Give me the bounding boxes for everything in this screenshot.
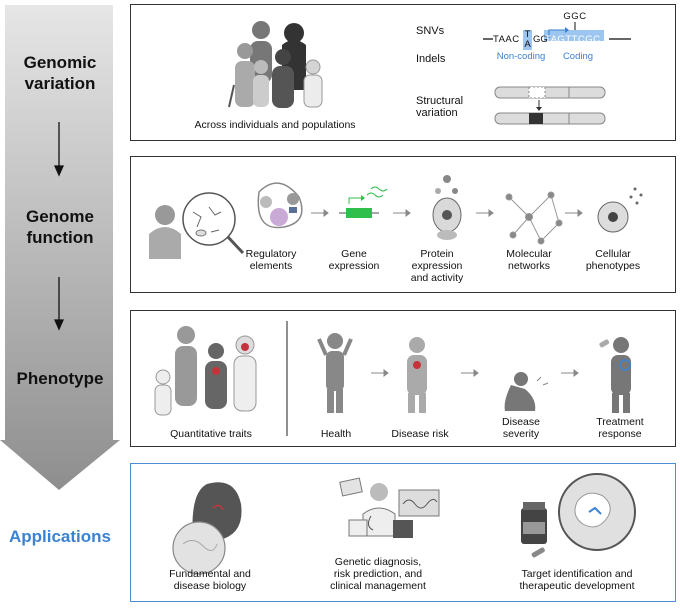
percent-badge: % [417, 525, 427, 537]
treatment-response-icon [599, 337, 631, 413]
disease-severity-icon [504, 372, 549, 411]
panel-genomic-variation: Across individuals and populations SNVs … [130, 4, 676, 141]
population-icon [228, 21, 323, 108]
panel-genome-function: Regulatory elements Gene expression Prot… [130, 156, 676, 293]
stage-applications: Applications [8, 527, 111, 546]
label-target-identification: Target identification and therapeutic de… [519, 568, 635, 592]
label-quantitative-traits: Quantitative traits [170, 428, 252, 440]
label-genetic-diagnosis: Genetic diagnosis, risk prediction, and … [330, 556, 426, 592]
snvs-label: SNVs [416, 25, 445, 37]
down-arrow-1 [53, 122, 65, 177]
panel-applications: % Fundamental and disease biology Geneti… [130, 463, 676, 602]
researcher-icon [149, 192, 245, 259]
flow-arrow-7 [561, 369, 579, 377]
cell-biology-icon [172, 482, 242, 575]
flow-arrow-4 [565, 209, 583, 217]
stage-phenotype: Phenotype [16, 369, 104, 388]
sequence-mid: GG [533, 34, 548, 45]
indels-label: Indels [416, 53, 446, 65]
stage-genomic-variation: Genomic variation [23, 53, 97, 93]
label-disease-severity: Disease severity [502, 416, 540, 440]
quantitative-traits-icon [154, 326, 257, 416]
flow-arrow-3 [476, 209, 494, 217]
panel3-illustrations [154, 321, 631, 436]
population-caption: Across individuals and populations [194, 119, 356, 131]
down-arrow-2 [53, 277, 65, 331]
gene-expression-icon [339, 186, 388, 218]
disease-risk-icon [407, 337, 427, 413]
label-fundamental-biology: Fundamental and disease biology [169, 568, 251, 592]
snv-alt-base: A [524, 39, 531, 50]
flow-arrow-1 [311, 209, 329, 217]
sequence-left: TAAC [493, 34, 520, 45]
label-protein-expression: Protein expression and activity [410, 248, 464, 284]
stage-genome-function: Genome function [25, 207, 95, 247]
cell-icon [597, 187, 643, 233]
panel4-illustrations [172, 473, 636, 575]
label-disease-risk: Disease risk [391, 428, 449, 440]
panel2-illustrations [149, 175, 643, 259]
label-cellular-phenotypes: Cellular phenotypes [585, 248, 641, 272]
sequence-coding: TAGTTCGC [545, 34, 601, 45]
stage-gradient-arrow [0, 5, 120, 490]
flow-arrow-5 [371, 369, 389, 377]
panel-phenotype: Quantitative traits Health Disease risk … [130, 310, 676, 447]
stage-arrow-column [0, 0, 120, 605]
protein-icon [432, 175, 462, 240]
indel-insertion: GGC [563, 11, 587, 22]
flow-arrow-6 [461, 369, 479, 377]
label-gene-expression: Gene expression [328, 248, 380, 272]
flow-arrow-2 [393, 209, 411, 217]
structural-variation-label: Structural variation [416, 95, 464, 119]
label-regulatory-elements: Regulatory elements [245, 248, 297, 272]
coding-label: Coding [562, 51, 594, 62]
chromosome-icon [494, 86, 606, 125]
health-icon [317, 333, 353, 413]
clinical-icon [339, 477, 440, 538]
label-molecular-networks: Molecular networks [506, 248, 552, 272]
regulatory-elements-icon [257, 182, 303, 229]
drug-target-icon [521, 473, 636, 558]
dna-sequence [483, 22, 631, 50]
network-icon [505, 191, 563, 245]
noncoding-label: Non-coding [496, 51, 546, 62]
panel1-illustrations [228, 21, 631, 125]
label-treatment-response: Treatment response [596, 416, 644, 440]
label-health: Health [320, 428, 352, 440]
snv-ref-base: T [524, 29, 531, 40]
